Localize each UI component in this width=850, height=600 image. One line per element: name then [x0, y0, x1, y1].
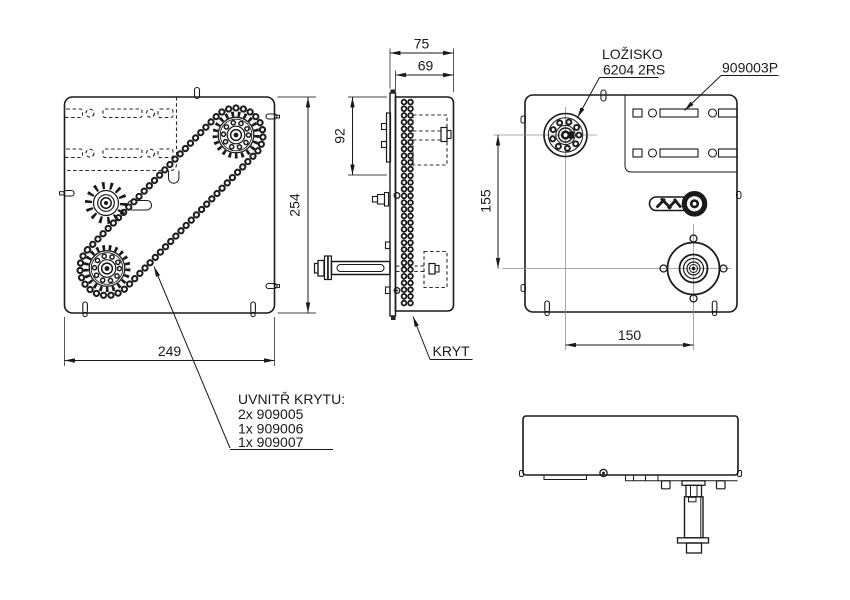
roller-chain: [76, 104, 267, 300]
chain-edge: [400, 98, 414, 312]
label-part: 909003P: [722, 60, 778, 76]
dimension-front-width: 249: [64, 317, 275, 366]
part-callout: 909003P: [684, 60, 779, 111]
bottom-view: [519, 415, 742, 554]
dimension-bearing-to-shaft: 155: [478, 135, 501, 269]
back-view: LOŽISKO 6204 2RS 909003P 155 150: [478, 46, 779, 350]
sprocket-top: [212, 111, 260, 159]
note-title: UVNITŘ KRYTU:: [238, 391, 345, 407]
dimension-front-height: 254: [277, 96, 316, 314]
hidden-slots: [63, 97, 178, 172]
sprocket-idler: [85, 182, 127, 224]
dim-depth-total: 75: [414, 36, 430, 52]
shaft-bottom: [676, 480, 710, 554]
dim-shaft-spacing: 150: [618, 327, 642, 343]
dim-front-height: 254: [287, 193, 303, 217]
dim-depth-cover: 69: [418, 58, 434, 74]
mount-pin-top: [193, 86, 201, 100]
label-bearing-1: LOŽISKO: [602, 46, 663, 62]
dim-side-offset: 92: [332, 128, 348, 144]
label-bearing-2: 6204 2RS: [603, 62, 665, 78]
output-shaft: [313, 255, 391, 281]
dim-bearing-to-shaft: 155: [478, 189, 494, 213]
front-view: 254 249 UVNITŘ KRYTU: 2x 909005 1x 90900…: [59, 86, 345, 450]
cover-outline: [394, 96, 455, 312]
side-view: 75 69 92 KRYT: [313, 36, 473, 360]
note-item: 1x 909007: [238, 434, 304, 450]
dimension-depth-cover: 69: [395, 58, 454, 92]
sprocket-bottom: [83, 245, 131, 292]
output-hub: [659, 234, 728, 303]
note-item: 2x 909005: [238, 406, 304, 422]
bearing-callout: LOŽISKO 6204 2RS: [577, 46, 665, 118]
cover-callout: KRYT: [412, 316, 473, 360]
dimension-depth-total: 75: [389, 36, 454, 92]
label-kryt: KRYT: [433, 343, 471, 359]
note-item: 1x 909006: [238, 421, 304, 437]
tensioner-bracket: [385, 112, 392, 163]
mounting-slots: [632, 108, 738, 158]
dim-front-width: 249: [158, 343, 182, 359]
dimension-shaft-spacing: 150: [565, 327, 694, 348]
bearing: [543, 112, 588, 158]
dimension-side-offset: 92: [332, 96, 387, 176]
inside-cover-note: UVNITŘ KRYTU: 2x 909005 1x 909006 1x 909…: [153, 266, 345, 450]
keyway: [336, 264, 385, 272]
lever: [648, 191, 708, 217]
